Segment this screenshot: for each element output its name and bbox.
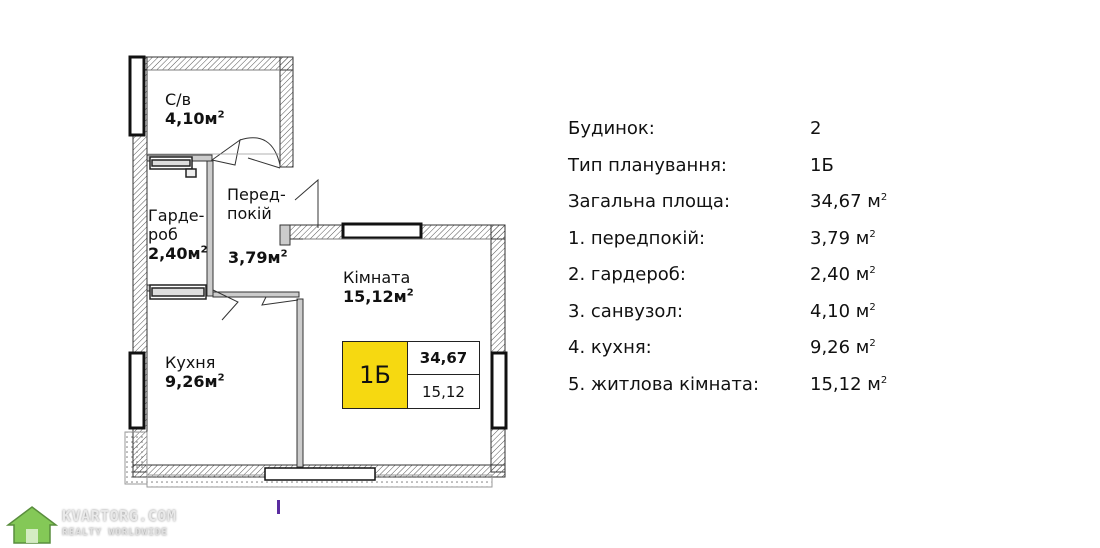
doors: [210, 137, 319, 321]
room-label-wardrobe: Гарде- роб 2,40м2: [148, 206, 208, 263]
spec-row-bathroom: 3. санвузол: 4,10 м2: [568, 297, 898, 334]
house-icon: [6, 506, 58, 544]
entry-marker: [277, 500, 280, 514]
spec-value-text: 2,40 м: [810, 264, 870, 285]
room-area: 15,12м: [343, 287, 407, 306]
spec-row-building: Будинок: 2: [568, 114, 898, 151]
spec-row-layout-type: Тип планування: 1Б: [568, 151, 898, 188]
spec-value: 34,67 м2: [810, 191, 887, 212]
spec-label: Тип планування:: [568, 154, 727, 176]
spec-value-text: 4,10 м: [810, 300, 870, 322]
room-name: С/в: [165, 90, 191, 109]
spec-row-total-area: Загальна площа: 34,67 м2: [568, 187, 898, 224]
watermark-line2: REALTY WORLDWIDE: [62, 527, 168, 538]
spec-value: 3,79 м2: [810, 228, 876, 249]
room-area-hallway: 3,79м2: [228, 248, 288, 267]
spec-label: 4. кухня:: [568, 337, 652, 358]
unit-sup: 2: [880, 374, 888, 386]
spec-value-text: 1Б: [810, 154, 834, 176]
room-area: 3,79м: [228, 248, 281, 267]
unit-sup: 2: [869, 301, 876, 313]
windows: [128, 55, 508, 481]
room-label-kitchen: Кухня 9,26м2: [165, 353, 225, 391]
spec-row-kitchen: 4. кухня: 9,26 м2: [568, 333, 898, 370]
room-area: 4,10м: [165, 109, 218, 128]
room-label-bathroom: С/в 4,10м2: [165, 90, 225, 128]
spec-label: 3. санвузол:: [568, 300, 684, 322]
watermark-line1: KVARTORG.COM: [62, 507, 177, 525]
area-unit-sup: 2: [406, 287, 414, 299]
floor-plan: [124, 55, 508, 514]
room-name: Гарде- роб: [148, 206, 205, 244]
layout-badge: 1Б 34,67 15,12: [342, 341, 480, 409]
spec-value: 4,10 м2: [810, 301, 876, 322]
unit-sup: 2: [880, 192, 888, 203]
badge-total-area: 34,67: [408, 342, 479, 375]
spec-row-hallway: 1. передпокій: 3,79 м2: [568, 224, 898, 261]
room-label-hallway: Перед- покій: [227, 185, 286, 223]
spec-value: 15,12 м2: [810, 374, 887, 395]
spec-value-text: 2: [810, 118, 822, 139]
spec-value: 1Б: [810, 155, 834, 176]
spec-label: 2. гардероб:: [568, 264, 686, 285]
room-name: Кухня: [165, 353, 216, 372]
unit-sup: 2: [869, 228, 876, 240]
area-unit-sup: 2: [280, 248, 288, 260]
spec-label: 1. передпокій:: [568, 227, 706, 249]
room-label-room: Кімната 15,12м2: [343, 268, 414, 306]
spec-label: Будинок:: [568, 118, 655, 139]
badge-living-area: 15,12: [422, 382, 465, 401]
spec-value-text: 34,67 м: [810, 191, 881, 212]
spec-value-text: 3,79 м: [810, 227, 870, 249]
spec-value: 2,40 м2: [810, 264, 876, 285]
room-area: 9,26м: [165, 372, 218, 391]
room-name: Кімната: [343, 268, 411, 287]
area-unit-sup: 2: [217, 109, 225, 121]
room-area: 2,40м: [148, 244, 201, 263]
spec-value: 2: [810, 118, 821, 139]
room-outlines: [147, 69, 491, 240]
room-name: Перед- покій: [227, 185, 286, 223]
specs-table: Будинок: 2 Тип планування: 1Б Загальна п…: [568, 114, 898, 406]
spec-value: 9,26 м2: [810, 337, 876, 358]
spec-value-text: 9,26 м: [810, 337, 870, 358]
spec-row-wardrobe: 2. гардероб: 2,40 м2: [568, 260, 898, 297]
wardrobe-fixtures: [149, 156, 207, 300]
spec-row-living-room: 5. житлова кімната: 15,12 м2: [568, 370, 898, 407]
area-unit-sup: 2: [217, 372, 225, 384]
spec-label: 5. житлова кімната:: [568, 373, 760, 395]
watermark-logo: KVARTORG.COM REALTY WORLDWIDE: [6, 505, 184, 545]
unit-sup: 2: [869, 265, 876, 276]
area-unit-sup: 2: [200, 244, 208, 256]
spec-value-text: 15,12 м: [810, 373, 881, 395]
spec-label: Загальна площа:: [568, 191, 731, 212]
unit-sup: 2: [869, 338, 876, 349]
badge-type: 1Б: [343, 342, 408, 408]
